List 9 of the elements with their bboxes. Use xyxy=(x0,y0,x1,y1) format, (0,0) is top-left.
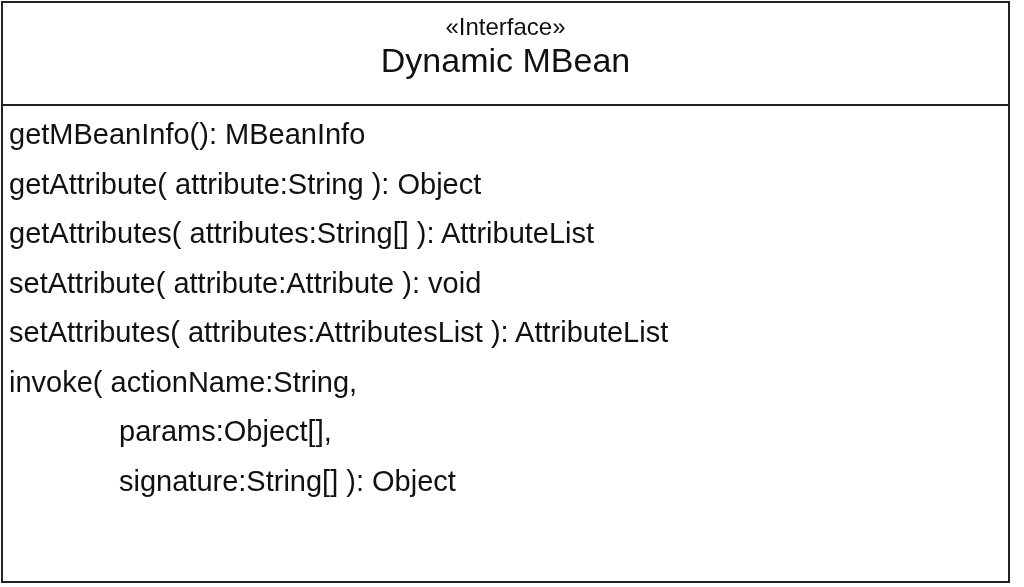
stereotype-label: «Interface» xyxy=(444,13,567,41)
class-box xyxy=(1,1,1010,583)
operation-signature: setAttribute( attribute:Attribute ): void xyxy=(9,265,482,301)
class-name: Dynamic MBean xyxy=(379,41,632,80)
operation-signature: getAttributes( attributes:String[] ): AttributeList xyxy=(9,216,595,251)
operation-signature: setAttributes( attributes:AttributesList ): AttributeList xyxy=(9,315,669,350)
operation-signature: getMBeanInfo(): MBeanInfo xyxy=(9,117,366,152)
operation-signature: getAttribute( attribute:String ): Object xyxy=(9,166,482,202)
operation-signature: invoke( actionName:String, params:Object[], signature:String[] ): Object xyxy=(9,364,456,499)
